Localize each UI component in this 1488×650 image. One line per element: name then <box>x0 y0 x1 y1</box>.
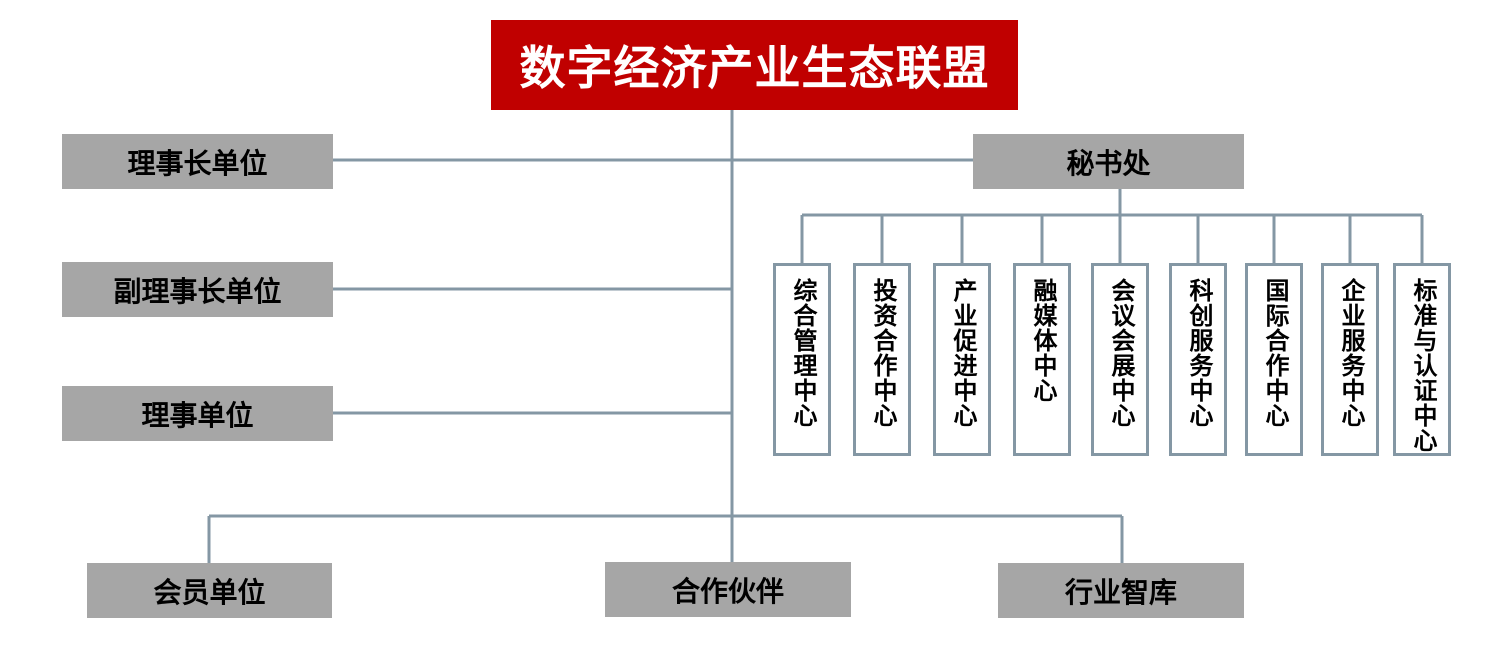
center-label: 企业服务中心 <box>1337 278 1364 428</box>
vice-chairman-units-box: 副理事长单位 <box>62 262 333 317</box>
center-label: 投资合作中心 <box>869 278 896 428</box>
director-units-box: 理事单位 <box>62 386 333 441</box>
center-label: 综合管理中心 <box>789 278 816 428</box>
industry-think-tank-box: 行业智库 <box>998 563 1244 618</box>
chairman-units-box: 理事长单位 <box>62 134 333 189</box>
partners-box: 合作伙伴 <box>605 562 851 617</box>
center-box-international-cooperation: 国际合作中心 <box>1245 263 1303 456</box>
alliance-title: 数字经济产业生态联盟 <box>491 20 1018 110</box>
center-label: 融媒体中心 <box>1029 278 1056 403</box>
center-box-general-management: 综合管理中心 <box>773 263 831 456</box>
center-box-innovation-service: 科创服务中心 <box>1169 263 1227 456</box>
center-box-industry-promotion: 产业促进中心 <box>933 263 991 456</box>
member-units-box: 会员单位 <box>87 563 332 618</box>
center-label: 会议会展中心 <box>1107 278 1134 428</box>
center-box-media: 融媒体中心 <box>1013 263 1071 456</box>
center-box-enterprise-service: 企业服务中心 <box>1321 263 1379 456</box>
secretariat-box: 秘书处 <box>973 134 1244 189</box>
center-box-investment-cooperation: 投资合作中心 <box>853 263 911 456</box>
center-label: 产业促进中心 <box>949 278 976 428</box>
center-label: 科创服务中心 <box>1185 278 1212 428</box>
center-label: 标准与认证中心 <box>1409 278 1436 453</box>
center-box-conference-exhibition: 会议会展中心 <box>1091 263 1149 456</box>
center-label: 国际合作中心 <box>1261 278 1288 428</box>
center-box-standards-certification: 标准与认证中心 <box>1393 263 1451 456</box>
